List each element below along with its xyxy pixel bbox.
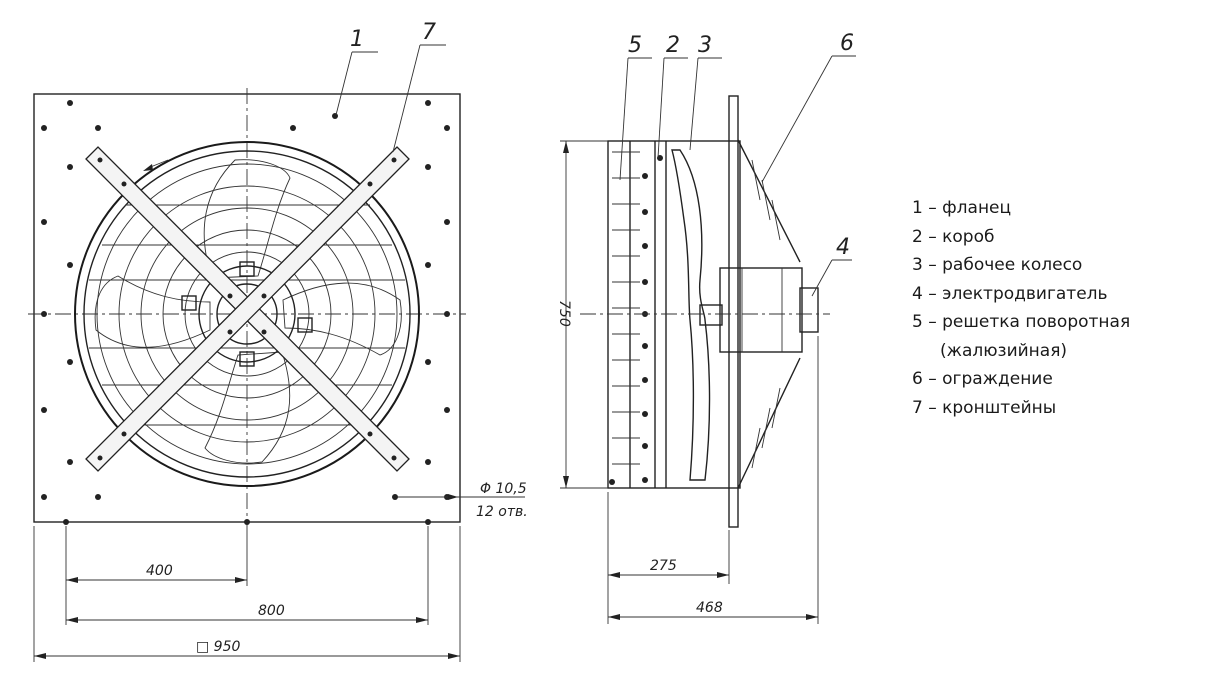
callout-7: 7 [422,20,436,45]
legend-item-grille: 5 – решетка поворотная (жалюзийная) [912,308,1130,365]
hub-inner [216,283,278,345]
legend-item-box: 2 – короб [912,223,1130,252]
callout-1: 1 [350,27,364,52]
legend-item-label: 7 – кронштейны [912,397,1057,418]
dim-400: 400 [146,563,173,579]
front-dimensions: 400 800 □ 950 [33,526,461,662]
side-flange [728,95,739,528]
side-box-body [607,140,741,489]
hub-tab-left [181,295,197,311]
dim-468: 468 [696,600,723,616]
hole-count-label: 12 отв. [476,504,528,520]
legend-item-guard: 6 – ограждение [912,365,1130,394]
guard-fins [751,159,781,469]
hub-tab-right [297,317,313,333]
rotation-arrow [143,159,169,171]
legend-item-label: 3 – рабочее колесо [912,255,1083,275]
callout-3: 3 [698,33,712,58]
hub-tab-bottom [239,351,255,367]
callout-5: 5 [628,33,642,58]
housing-inner-ring [83,150,411,478]
legend-item-label: 1 – фланец [912,198,1012,218]
hub-outer [198,265,296,363]
dim-950: □ 950 [196,639,240,655]
motor-body [719,267,803,353]
legend-item-label: 5 – решетка поворотная [912,312,1131,332]
dim-800: 800 [258,603,285,619]
side-guard [737,139,801,489]
parts-legend: 1 – фланец 2 – короб 3 – рабочее колесо … [912,194,1130,422]
brackets [85,146,410,472]
callout-4: 4 [836,235,850,260]
callout-2: 2 [666,33,680,58]
legend-item-brackets: 7 – кронштейны [912,394,1130,423]
side-impeller [671,149,711,481]
legend-item-label: 4 – электродвигатель [912,283,1108,304]
hole-callout: Φ 10,5 12 отв. [398,481,528,520]
legend-item-continuation: (жалюзийная) [940,340,1068,361]
box-rivets [609,155,663,485]
motor-shaft [699,304,723,326]
louver-slats [612,151,640,465]
dim-750: 750 [556,300,572,327]
guard-wires [96,163,398,465]
dim-275: 275 [650,558,677,574]
side-callouts: 5 2 3 6 4 [619,31,856,297]
impeller-blades [94,159,402,464]
front-view: 1 7 Φ 10,5 12 отв. 400 8 [28,20,528,662]
side-view: 750 275 468 5 2 3 [556,31,856,624]
hub-tab-top [239,261,255,277]
legend-item-motor: 4 – электродвигатель [912,280,1130,309]
motor-endcap [799,287,819,333]
side-depth-dims: 275 468 [607,336,819,624]
legend-item-impeller: 3 – рабочее колесо [912,251,1130,280]
legend-item-label: 6 – ограждение [912,369,1053,389]
guard-horizontal-bars [89,204,405,426]
housing-outer-ring [74,141,420,487]
side-height-dim: 750 [556,140,608,489]
legend-item-label: 2 – короб [912,226,995,247]
legend-item-flange: 1 – фланец [912,194,1130,223]
callout-6: 6 [840,31,854,56]
mounting-holes [41,100,450,525]
hole-diameter-label: Φ 10,5 [480,481,527,497]
front-callouts: 1 7 [335,20,446,153]
